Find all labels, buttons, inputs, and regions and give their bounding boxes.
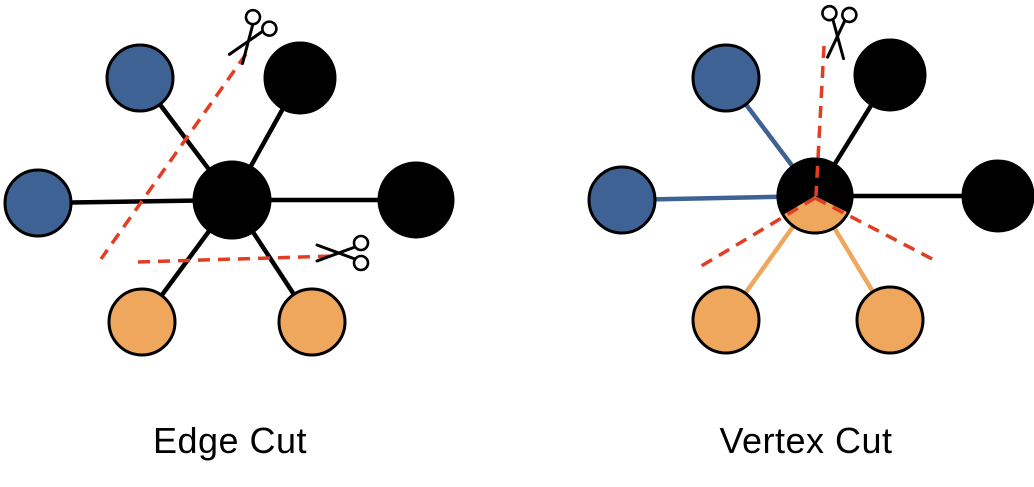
node-black-right: [961, 159, 1034, 233]
edge-cut-label: Edge Cut: [153, 420, 307, 461]
cut-line-diagonal: [99, 52, 248, 261]
node-center: [192, 160, 272, 240]
node-blue-left: [3, 168, 73, 238]
node-black-top-right: [853, 38, 927, 112]
edge-cut-diagram: Edge Cut: [3, 5, 455, 461]
node-black-right: [377, 161, 455, 239]
node-orange-bottom-left: [107, 287, 177, 357]
node-orange-bottom-left: [691, 285, 761, 355]
node-black-top-right: [263, 41, 337, 115]
vertex-cut-diagram: Vertex Cut: [587, 4, 1034, 461]
node-center-outline: [776, 157, 854, 235]
node-center-orange-wedge: [783, 196, 849, 233]
cut-line-down-left: [697, 196, 816, 270]
scissors-icon: [315, 234, 370, 272]
node-blue-top-left: [105, 43, 175, 113]
node-orange-bottom-right: [855, 285, 925, 355]
cut-line-horizontal: [137, 254, 335, 264]
node-blue-top-left: [691, 43, 761, 113]
cut-line-up: [814, 45, 826, 197]
cut-line-down-right: [814, 196, 939, 264]
vertex-cut-label: Vertex Cut: [719, 420, 892, 461]
node-blue-left: [587, 165, 657, 235]
node-orange-bottom-right: [277, 287, 347, 357]
